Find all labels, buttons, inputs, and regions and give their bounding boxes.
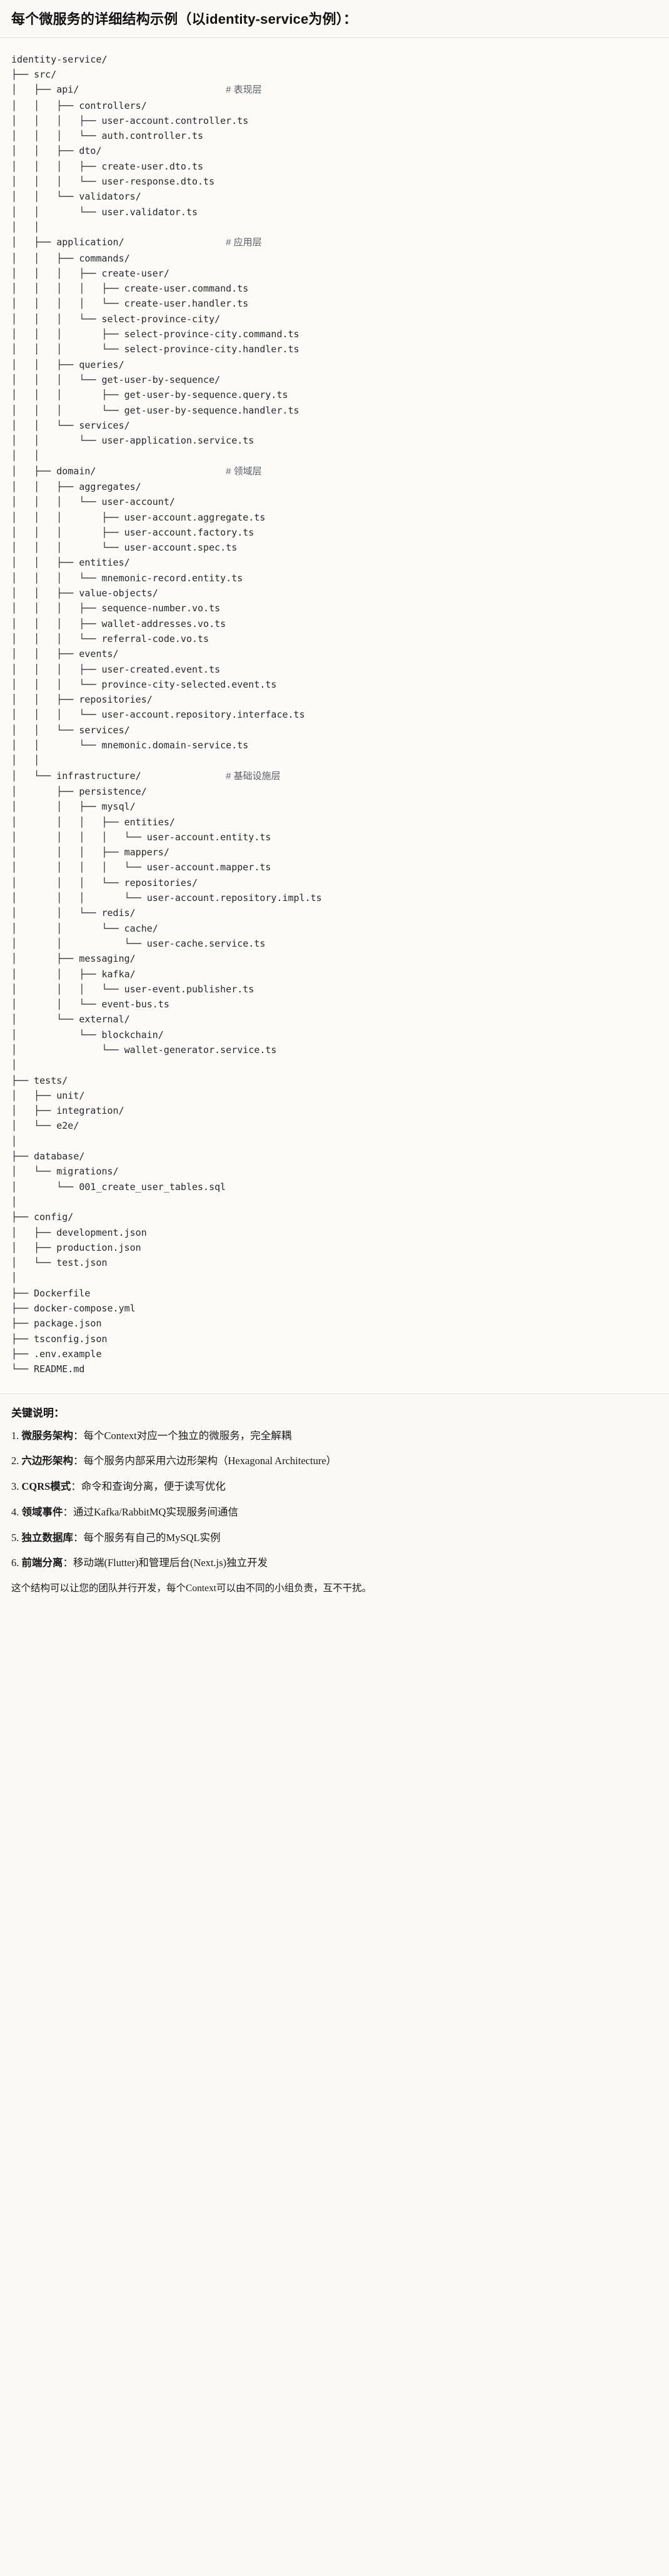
- key-point-term: CQRS模式: [21, 1480, 71, 1493]
- closing-note: 这个结构可以让您的团队并行开发，每个Context可以由不同的小组负责，互不干扰…: [11, 1583, 372, 1594]
- key-point-number: 3.: [11, 1480, 22, 1493]
- key-point-number: 4.: [11, 1505, 22, 1518]
- key-point-term: 领域事件: [21, 1505, 63, 1518]
- key-point-item: 4. 领域事件：通过Kafka/RabbitMQ实现服务间通信: [11, 1505, 658, 1520]
- key-point-item: 3. CQRS模式：命令和查询分离，便于读写优化: [11, 1479, 658, 1495]
- key-point-separator: ：: [73, 1531, 84, 1544]
- key-point-separator: ：: [73, 1455, 84, 1467]
- key-point-item: 6. 前端分离：移动端(Flutter)和管理后台(Next.js)独立开发: [11, 1555, 658, 1571]
- tree-divider: [0, 1393, 669, 1394]
- key-point-number: 1.: [11, 1429, 22, 1442]
- key-point-separator: ：: [63, 1505, 74, 1518]
- key-point-number: 2.: [11, 1455, 22, 1467]
- key-point-number: 5.: [11, 1531, 22, 1544]
- page-root: 每个微服务的详细结构示例（以identity-service为例）： ident…: [0, 11, 669, 1611]
- key-point-text: 移动端(Flutter)和管理后台(Next.js)独立开发: [73, 1557, 268, 1569]
- tree-layer-comment: # 基础设施层: [226, 770, 281, 781]
- tree-layer-comment: # 领域层: [226, 466, 262, 477]
- key-point-item: 5. 独立数据库：每个服务有自己的MySQL实例: [11, 1530, 658, 1546]
- key-point-text: 每个服务有自己的MySQL实例: [83, 1531, 221, 1544]
- directory-tree: identity-service/ ├── src/ │ ├── api/ # …: [11, 53, 322, 1375]
- key-points-title: 关键说明：: [11, 1407, 64, 1419]
- key-point-term: 前端分离: [21, 1557, 63, 1569]
- key-point-term: 微服务架构: [21, 1429, 74, 1442]
- key-point-item: 2. 六边形架构：每个服务内部采用六边形架构（Hexagonal Archite…: [11, 1453, 658, 1469]
- key-point-item: 1. 微服务架构：每个Context对应一个独立的微服务，完全解耦: [11, 1428, 658, 1444]
- tree-layer-comment: # 应用层: [226, 237, 262, 248]
- tree-layer-comment: # 表现层: [226, 84, 262, 96]
- key-point-text: 每个服务内部采用六边形架构（Hexagonal Architecture）: [83, 1455, 337, 1467]
- key-point-text: 命令和查询分离，便于读写优化: [81, 1480, 226, 1493]
- key-point-separator: ：: [71, 1480, 81, 1493]
- directory-tree-block: identity-service/ ├── src/ │ ├── api/ # …: [0, 38, 669, 1393]
- key-point-number: 6.: [11, 1557, 22, 1569]
- key-point-term: 六边形架构: [21, 1455, 74, 1467]
- key-point-text: 每个Context对应一个独立的微服务，完全解耦: [83, 1429, 292, 1442]
- key-point-term: 独立数据库: [21, 1531, 74, 1544]
- key-point-text: 通过Kafka/RabbitMQ实现服务间通信: [73, 1505, 238, 1518]
- page-title: 每个微服务的详细结构示例（以identity-service为例）：: [11, 11, 358, 27]
- key-point-separator: ：: [73, 1429, 84, 1442]
- key-point-separator: ：: [63, 1557, 74, 1569]
